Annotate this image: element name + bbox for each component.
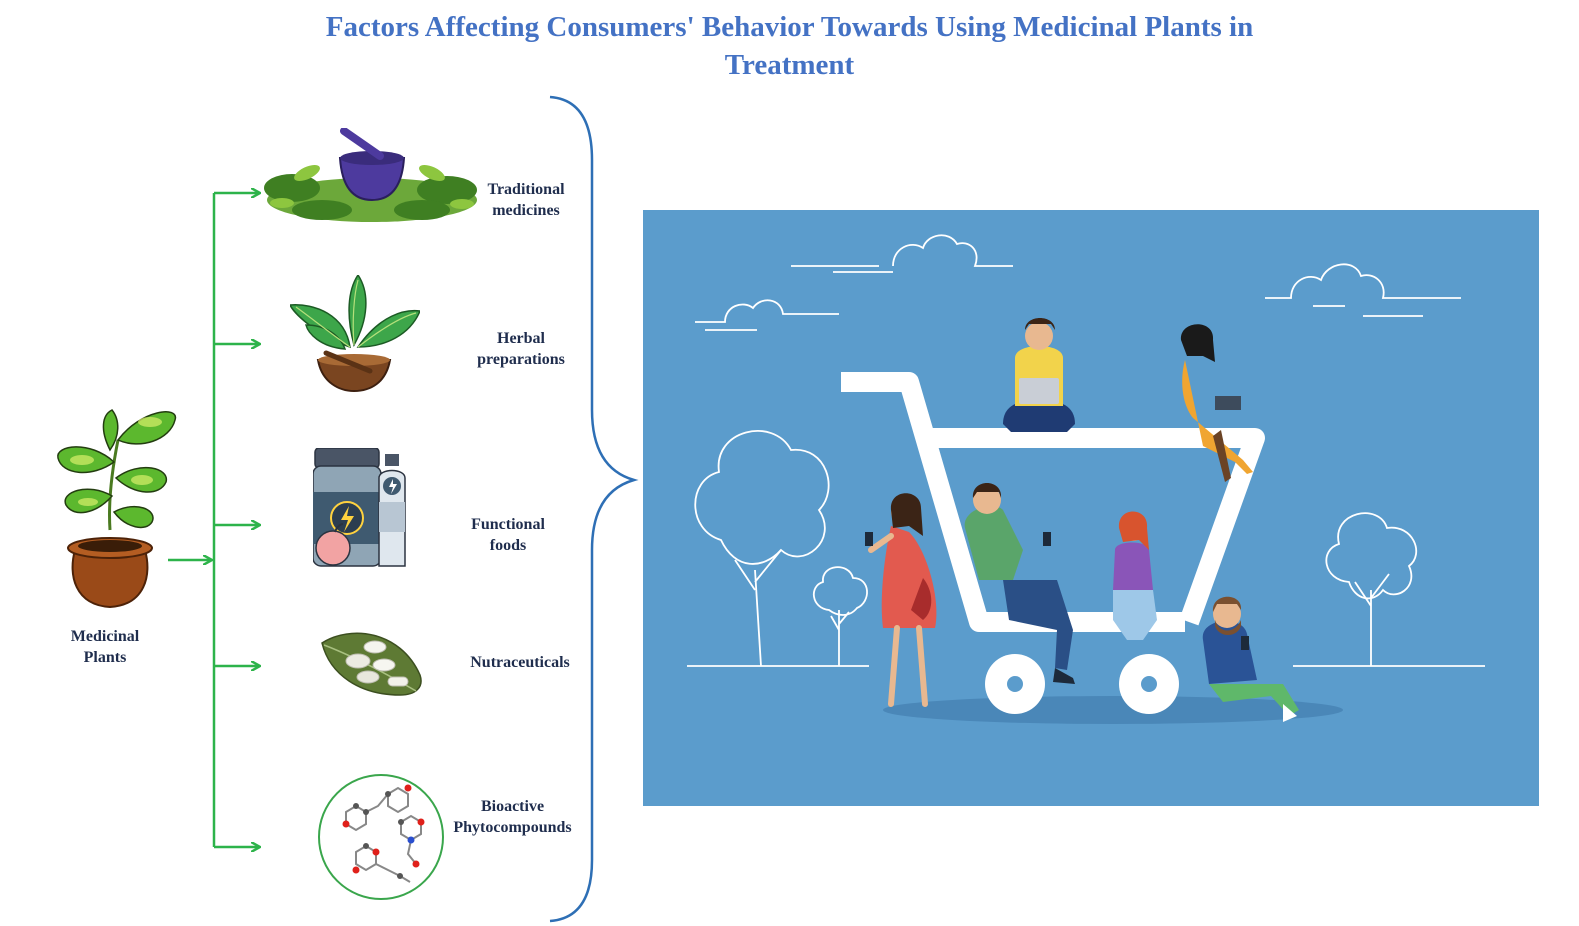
diagram-title: Factors Affecting Consumers' Behavior To… — [0, 8, 1579, 84]
person-sitting-ground-icon — [1202, 596, 1299, 722]
category-label-functional: Functional foods — [471, 516, 545, 554]
tree-icon — [694, 430, 1418, 667]
shopping-cart-scene — [687, 234, 1485, 724]
category-label-bioactive: Bioactive Phytocompounds — [453, 798, 572, 836]
source-label-line-2: Plants — [83, 649, 127, 666]
consumers-shopping-cart-illustration — [643, 210, 1539, 806]
title-line-1: Factors Affecting Consumers' Behavior To… — [325, 11, 1254, 43]
category-label-herbal: Herbal preparations — [477, 330, 565, 368]
molecules-circle-icon — [318, 774, 444, 900]
cloud-icon — [695, 234, 1461, 331]
shopping-cart-icon — [841, 372, 1265, 714]
source-label-line-1: Medicinal — [70, 628, 140, 645]
curly-brace — [549, 95, 639, 923]
herbal-bowl-leaves-icon — [290, 275, 420, 393]
functional-food-jar-bottle-icon — [313, 448, 406, 567]
pills-on-leaf-icon — [321, 632, 422, 696]
category-label-traditional: Traditional medicines — [487, 181, 565, 219]
person-laptop-icon — [1003, 318, 1075, 432]
potted-plant-icon — [57, 409, 176, 609]
person-tablet-icon — [1180, 324, 1253, 482]
category-label-nutraceuticals: Nutraceuticals — [470, 654, 570, 671]
person-sitting-cart-icon — [964, 483, 1075, 684]
person-phone-icon — [865, 493, 937, 707]
person-sitting-purple-icon — [1113, 511, 1157, 640]
mortar-pestle-herbs-icon — [264, 128, 477, 222]
source-label: Medicinal Plants — [45, 626, 165, 668]
title-line-2: Treatment — [724, 49, 855, 81]
